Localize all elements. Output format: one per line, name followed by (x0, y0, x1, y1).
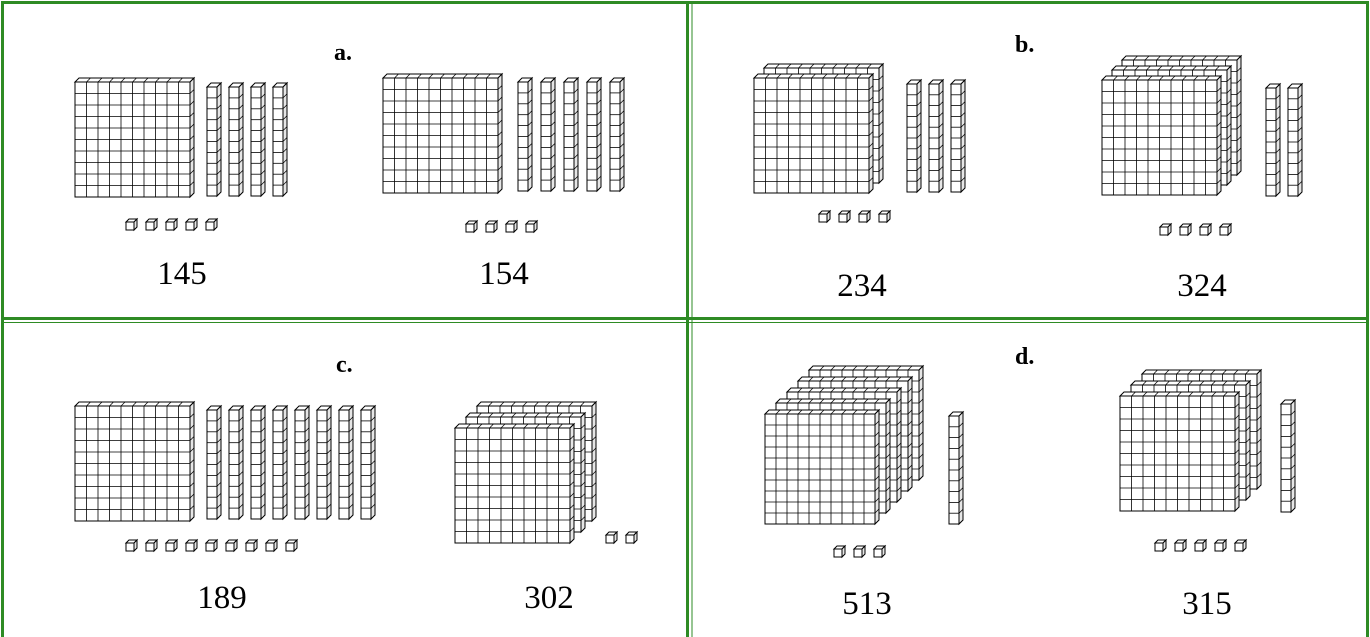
ones-cube (506, 221, 517, 232)
ones-cube (1175, 540, 1186, 551)
left-number: 145 (157, 256, 207, 292)
ones-cube (606, 532, 617, 543)
tens-rod (251, 406, 265, 519)
panel-label: d. (1015, 344, 1034, 370)
tens-rod (1266, 84, 1280, 196)
ones-cube (186, 540, 197, 551)
ones-cube (834, 546, 845, 557)
tens-rod (949, 412, 963, 524)
ones-cube (226, 540, 237, 551)
ones-cube (146, 219, 157, 230)
ones-cube (839, 211, 850, 222)
hundreds-flat (455, 424, 574, 543)
tens-rod (907, 80, 921, 192)
hundreds-flat (75, 78, 194, 197)
ones-cube (146, 540, 157, 551)
ones-cube (854, 546, 865, 557)
left-number: 189 (197, 580, 247, 616)
ones-cube (819, 211, 830, 222)
panel-c: c. 189 302 (75, 352, 637, 616)
ones-cube (1235, 540, 1246, 551)
left-number: 513 (842, 586, 892, 622)
left-block-group (754, 64, 965, 222)
hundreds-flat (1120, 392, 1239, 511)
tens-rod (929, 80, 943, 192)
tens-rod (339, 406, 353, 519)
ones-cube (1200, 224, 1211, 235)
tens-rod (251, 83, 265, 196)
panel-d: d. 513 315 (765, 344, 1295, 622)
right-number: 154 (479, 256, 529, 292)
tens-rod (273, 406, 287, 519)
ones-cube (526, 221, 537, 232)
panel-b: b. 234 324 (754, 32, 1302, 304)
right-number: 302 (524, 580, 574, 616)
ones-cube (126, 540, 137, 551)
ones-cube (879, 211, 890, 222)
ones-cube (126, 219, 137, 230)
hundreds-flat (1102, 76, 1221, 195)
tens-rod (564, 78, 578, 191)
panel-label: a. (334, 40, 352, 66)
ones-cube (626, 532, 637, 543)
hundreds-flat (75, 402, 194, 521)
ones-cube (166, 540, 177, 551)
tens-rod (587, 78, 601, 191)
tens-rod (518, 78, 532, 191)
ones-cube (1195, 540, 1206, 551)
tens-rod (273, 83, 287, 196)
tens-rod (610, 78, 624, 191)
right-number: 315 (1182, 586, 1232, 622)
tens-rod (207, 406, 221, 519)
tens-rod (229, 406, 243, 519)
left-block-group (75, 402, 375, 551)
ones-cube (1155, 540, 1166, 551)
tens-rod (361, 406, 375, 519)
tens-rod (207, 83, 221, 196)
hundreds-flat (765, 410, 879, 524)
panel-label: c. (336, 352, 353, 378)
left-block-group (75, 78, 287, 230)
ones-cube (266, 540, 277, 551)
right-block-group (1120, 370, 1295, 551)
ones-cube (186, 219, 197, 230)
ones-cube (1220, 224, 1231, 235)
tens-rod (295, 406, 309, 519)
ones-cube (206, 540, 217, 551)
right-block-group (455, 402, 637, 543)
ones-cube (466, 221, 477, 232)
left-number: 234 (837, 268, 887, 304)
right-block-group (1102, 56, 1302, 235)
left-block-group (765, 366, 963, 557)
tens-rod (541, 78, 555, 191)
panel-a: a. 145 154 (75, 40, 624, 292)
hundreds-flat (754, 74, 873, 193)
right-number: 324 (1177, 268, 1227, 304)
ones-cube (859, 211, 870, 222)
tens-rod (317, 406, 331, 519)
ones-cube (874, 546, 885, 557)
ones-cube (286, 540, 297, 551)
ones-cube (486, 221, 497, 232)
right-block-group (383, 74, 624, 232)
tens-rod (1281, 400, 1295, 512)
tens-rod (229, 83, 243, 196)
ones-cube (206, 219, 217, 230)
tens-rod (951, 80, 965, 192)
hundreds-flat (383, 74, 502, 193)
ones-cube (246, 540, 257, 551)
ones-cube (1215, 540, 1226, 551)
panel-label: b. (1015, 32, 1034, 58)
ones-cube (1180, 224, 1191, 235)
tens-rod (1288, 84, 1302, 196)
ones-cube (1160, 224, 1171, 235)
ones-cube (166, 219, 177, 230)
